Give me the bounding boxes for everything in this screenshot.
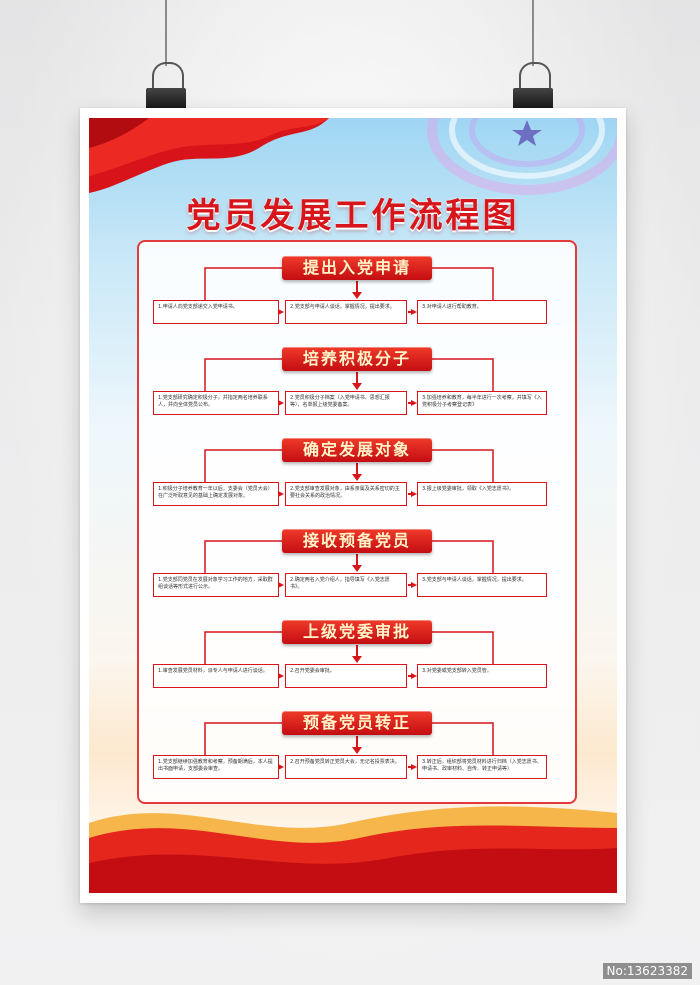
step-box: 1.党支部研究确定积极分子，并指定两名培养联系人，并向全体党员公布。	[153, 391, 279, 415]
right-arrow-head	[278, 491, 284, 497]
right-arrow-head	[278, 673, 284, 679]
right-arrow-head	[411, 582, 417, 588]
step-box: 2.召开党委会审批。	[285, 664, 407, 688]
section-title: 提出入党申请	[282, 256, 432, 280]
section-title: 预备党员转正	[282, 711, 432, 735]
down-arrow-head	[352, 292, 362, 299]
connector-line-right	[432, 358, 494, 391]
down-arrow-head	[352, 474, 362, 481]
section-title: 接收预备党员	[282, 529, 432, 553]
connector-line-left	[204, 449, 282, 482]
right-arrow-head	[278, 309, 284, 315]
connector-line-right	[432, 267, 494, 300]
step-box: 1.审查发展党员材料，派专人与申请人进行谈话。	[153, 664, 279, 688]
step-box: 1.积极分子培养教育一年以后，支委会（党员大会）在广泛听取意见的基础上确定发展对…	[153, 482, 279, 506]
step-box: 2.确定两名入党介绍人，指导填写《入党志愿书》。	[285, 573, 407, 597]
down-arrow-head	[352, 747, 362, 754]
section-title: 确定发展对象	[282, 438, 432, 462]
step-box: 3.党支部与申请人谈话，掌握情况，提出要求。	[417, 573, 547, 597]
right-arrow-head	[411, 309, 417, 315]
flowchart-connectors	[204, 267, 494, 770]
right-arrow-head	[278, 764, 284, 770]
section-title: 上级党委审批	[282, 620, 432, 644]
step-box: 3.加强培养和教育，每半年进行一次考察，并填写《入党积极分子考察登记表》	[417, 391, 547, 415]
connector-line-left	[204, 540, 282, 573]
connector-line-right	[432, 449, 494, 482]
section-title: 培养积极分子	[282, 347, 432, 371]
connector-line-left	[204, 631, 282, 664]
down-arrow-head	[352, 565, 362, 572]
right-arrow-head	[278, 582, 284, 588]
connector-line-right	[432, 631, 494, 664]
right-arrow-head	[411, 764, 417, 770]
right-arrow-head	[278, 400, 284, 406]
right-arrow-head	[411, 673, 417, 679]
step-box: 3.对党委或党支部转入党员管。	[417, 664, 547, 688]
connector-line-left	[204, 358, 282, 391]
step-box: 3.转正后，组织部将党员材料进行归档（入党志愿书、申请书、政审材料、自传、转正申…	[417, 755, 547, 779]
down-arrow-head	[352, 383, 362, 390]
red-wave-graphic	[89, 806, 617, 893]
hanging-wire-right	[532, 0, 534, 66]
down-arrow-head	[352, 656, 362, 663]
step-box: 2.党支部审查发展对象，由系亲属及关系密切的主要社会关系的政治情况。	[285, 482, 407, 506]
star-icon	[512, 120, 542, 146]
hanging-wire-left	[165, 0, 167, 66]
step-box: 2.党员积极分子档案（入党申请书、思想汇报等），名单报上级党委备案。	[285, 391, 407, 415]
step-box: 1.党支部继续加强教育和考察，预备期满后，本人提出书面申请，支部委会审查。	[153, 755, 279, 779]
right-arrow-head	[411, 491, 417, 497]
connector-line-left	[204, 722, 282, 755]
step-box: 1.申请人向党支部递交入党申请书。	[153, 300, 279, 324]
step-box: 1.党支部同党员在发展对象学习工作的地方，采取群组谈话等形式进行公示。	[153, 573, 279, 597]
emblem-rings-graphic	[427, 118, 617, 195]
connector-line-right	[432, 540, 494, 573]
step-box: 3.报上级党委审批，领取《入党志愿书》。	[417, 482, 547, 506]
step-box: 2.党支部与申请人谈话，掌握情况，提出要求。	[285, 300, 407, 324]
right-arrow-head	[411, 400, 417, 406]
connector-line-left	[204, 267, 282, 300]
step-box: 2.召开预备党员转正党员大会，无记名投票表决。	[285, 755, 407, 779]
image-id-watermark: No:13623382	[602, 963, 692, 979]
poster-title: 党员发展工作流程图	[186, 196, 520, 236]
step-box: 3.对申请人进行帮助教育。	[417, 300, 547, 324]
red-flag-graphic	[89, 118, 329, 193]
connector-line-right	[432, 722, 494, 755]
